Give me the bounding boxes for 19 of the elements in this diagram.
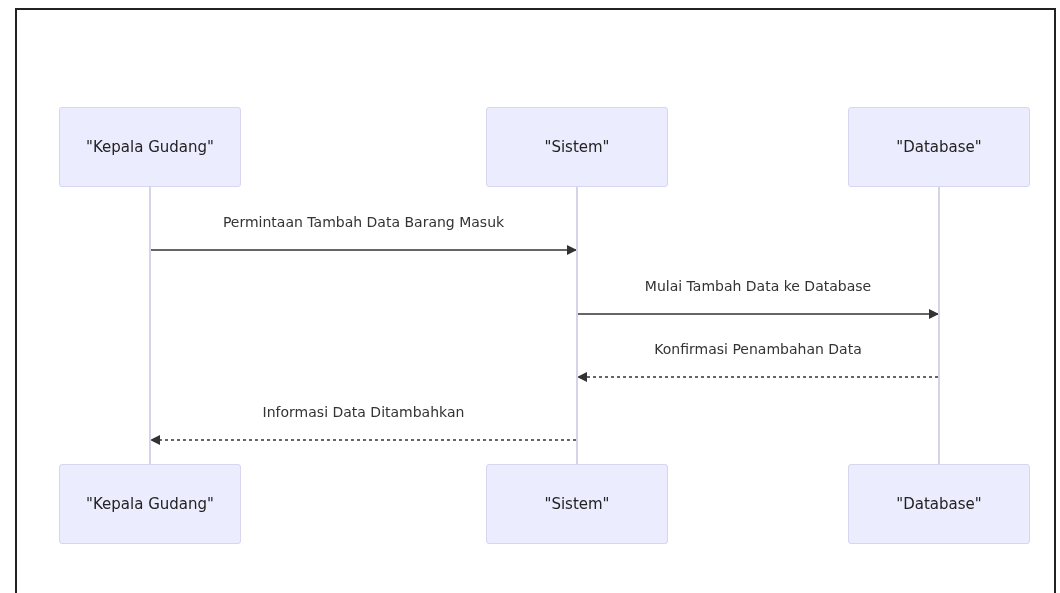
message-arrow: [150, 245, 577, 255]
participant-name: "Kepala Gudang": [86, 495, 214, 513]
participant-name: "Database": [896, 138, 982, 156]
lifeline: [149, 187, 151, 464]
lifeline: [938, 187, 940, 464]
participant-box: [59, 107, 241, 187]
participant-name: "Kepala Gudang": [86, 138, 214, 156]
participant-name: "Sistem": [544, 495, 610, 513]
participant-box: [486, 107, 668, 187]
participant-box: [848, 107, 1030, 187]
participant-box: [59, 464, 241, 544]
participant-box: [486, 464, 668, 544]
participant-name: "Database": [896, 495, 982, 513]
lifeline: [576, 187, 578, 464]
participant-name: "Sistem": [544, 138, 610, 156]
message-arrow: [577, 372, 939, 382]
participant-box: [848, 464, 1030, 544]
message-arrow: [150, 435, 577, 445]
message-arrow: [577, 309, 939, 319]
